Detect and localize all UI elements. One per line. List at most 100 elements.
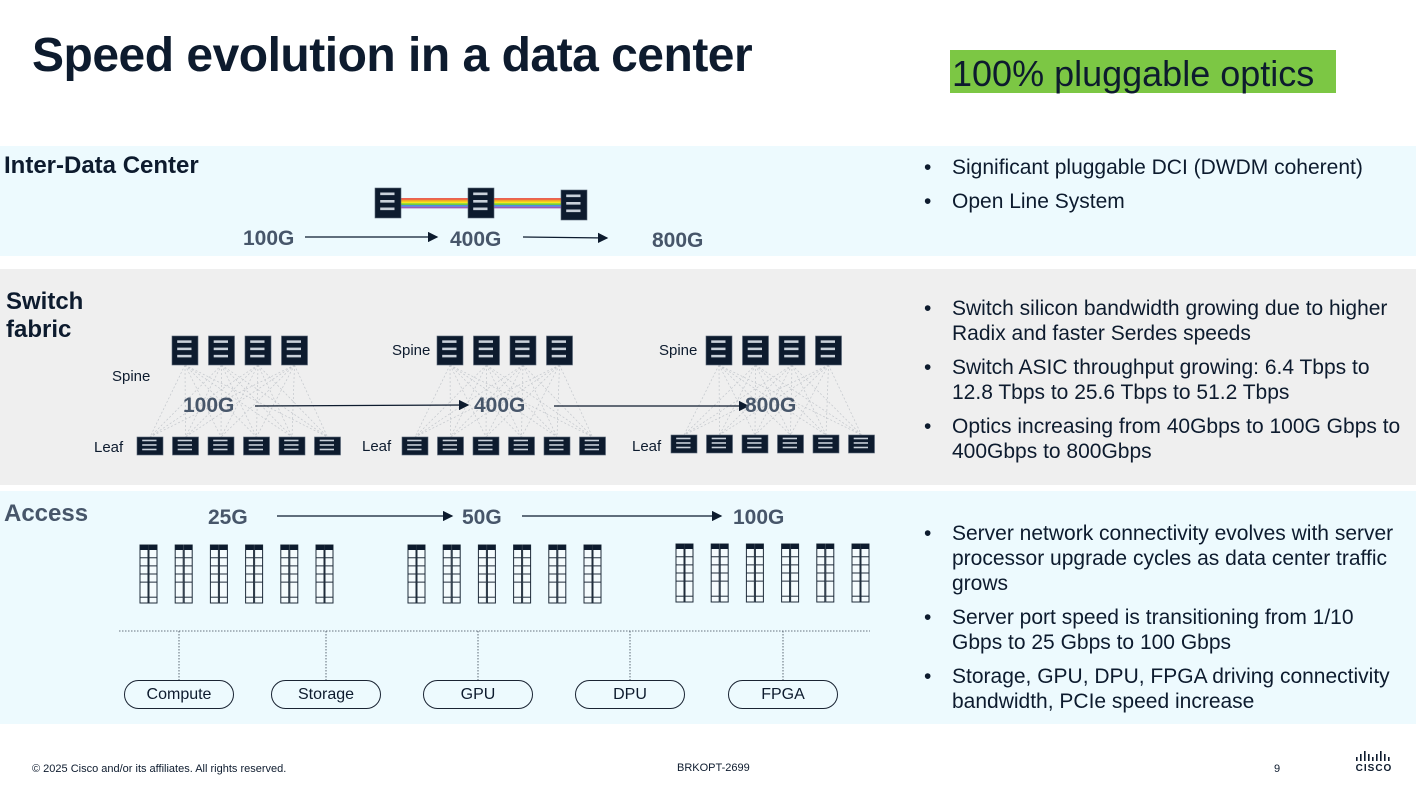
endpoint-storage: Storage — [271, 680, 381, 709]
spine-label-1: Spine — [112, 368, 151, 385]
switch-fabric-label-line1: Switch — [6, 288, 84, 315]
bullet-item: Significant pluggable DCI (DWDM coherent… — [924, 155, 1404, 180]
server-rack-icon — [174, 544, 193, 604]
server-rack-icon — [781, 543, 800, 603]
inter-dc-diagram — [305, 187, 609, 244]
server-rack-icon — [675, 543, 694, 603]
switch-icon — [136, 436, 164, 456]
server-rack-icon — [245, 544, 264, 604]
server-rack-icon — [816, 543, 835, 603]
switch-icon — [508, 436, 535, 456]
server-rack-icon — [442, 544, 461, 604]
pluggable-optics-badge: 100% pluggable optics — [950, 50, 1336, 94]
server-rack-icon — [548, 544, 567, 604]
switch-icon — [812, 434, 840, 454]
inter-dc-bullets: Significant pluggable DCI (DWDM coherent… — [924, 155, 1404, 223]
bullet-item: Open Line System — [924, 189, 1404, 214]
switch-icon — [473, 335, 500, 366]
switch-icon — [243, 436, 270, 456]
session-code: BRKOPT-2699 — [677, 762, 750, 774]
bullet-item: Storage, GPU, DPU, FPGA driving connecti… — [924, 664, 1404, 714]
server-rack-icon — [139, 544, 158, 604]
cisco-logo: CISCO — [1354, 751, 1394, 774]
slide-title: Speed evolution in a data center — [32, 29, 753, 82]
switch-fabric-label-line2: fabric — [6, 316, 72, 343]
switch-fabric-label: Switch fabric — [6, 288, 83, 344]
switch-icon — [509, 335, 537, 366]
switch-icon — [436, 335, 464, 366]
switch-icon — [401, 436, 429, 456]
switch-icon — [172, 436, 199, 456]
fabric-speed-800g: 800G — [745, 394, 797, 417]
switch-icon — [208, 335, 235, 366]
spine-label-3: Spine — [659, 342, 698, 359]
server-rack-icon — [851, 543, 870, 603]
switch-icon — [705, 335, 733, 366]
switch-icon — [543, 436, 571, 456]
endpoint-fpga: FPGA — [728, 680, 838, 709]
server-rack-icon — [477, 544, 496, 604]
idc-speed-400g: 400G — [450, 228, 502, 251]
idc-speed-100g: 100G — [243, 227, 295, 250]
switch-icon — [848, 434, 875, 454]
bullet-item: Optics increasing from 40Gbps to 100G Gb… — [924, 414, 1404, 464]
cisco-bars-icon — [1356, 751, 1390, 761]
switch-icon — [778, 335, 806, 366]
switch-icon — [579, 436, 606, 456]
spine-label-2: Spine — [392, 342, 431, 359]
switch-icon — [278, 436, 306, 456]
switch-icon — [777, 434, 804, 454]
fabric-speed-400g: 400G — [474, 394, 526, 417]
fabric-mesh-links — [683, 364, 862, 436]
leaf-label-2: Leaf — [362, 438, 392, 455]
switch-icon — [706, 434, 733, 454]
switch-icon — [171, 335, 199, 366]
fabric-mesh-links — [149, 364, 328, 438]
cisco-logo-text: CISCO — [1355, 763, 1393, 774]
switch-fabric-diagram — [136, 335, 875, 456]
switch-icon — [207, 436, 235, 456]
server-rack-icon — [209, 544, 228, 604]
page-number: 9 — [1274, 763, 1281, 775]
switch-icon — [314, 436, 341, 456]
bullet-item: Server network connectivity evolves with… — [924, 521, 1404, 596]
copyright: © 2025 Cisco and/or its affiliates. All … — [32, 763, 287, 775]
endpoint-gpu: GPU — [423, 680, 533, 709]
switch-icon — [815, 335, 842, 366]
fabric-speed-100g: 100G — [183, 394, 235, 417]
server-rack-icon — [710, 543, 729, 603]
leaf-label-3: Leaf — [632, 438, 662, 455]
idc-speed-800g: 800G — [652, 229, 704, 252]
endpoint-compute: Compute — [124, 680, 234, 709]
switch-icon — [670, 434, 698, 454]
fabric-arrow-1 — [254, 399, 470, 411]
server-rack-icon — [407, 544, 426, 604]
bullet-item: Switch silicon bandwidth growing due to … — [924, 296, 1404, 346]
access-speed-100g: 100G — [733, 506, 785, 529]
dwdm-fiber-link — [494, 198, 561, 209]
inter-dc-label: Inter-Data Center — [4, 152, 199, 179]
bullet-item: Server port speed is transitioning from … — [924, 605, 1404, 655]
switch-fabric-bullets: Switch silicon bandwidth growing due to … — [924, 296, 1404, 473]
access-speed-50g: 50G — [462, 506, 502, 529]
access-speed-25g: 25G — [208, 506, 248, 529]
switch-icon — [244, 335, 272, 366]
idc-arrow-2 — [522, 232, 609, 244]
server-rack-icon — [513, 544, 532, 604]
access-label: Access — [4, 500, 89, 527]
endpoint-dpu: DPU — [575, 680, 685, 709]
switch-icon — [560, 189, 588, 221]
switch-icon — [281, 335, 308, 366]
switch-icon — [472, 436, 500, 456]
bullet-item: Switch ASIC throughput growing: 6.4 Tbps… — [924, 355, 1404, 405]
access-diagram — [119, 510, 870, 680]
server-rack-icon — [315, 544, 334, 604]
server-rack-icon — [745, 543, 764, 603]
switch-icon — [741, 434, 769, 454]
server-rack-icon — [583, 544, 602, 604]
switch-icon — [374, 187, 402, 219]
dwdm-fiber-link — [401, 198, 468, 209]
switch-icon — [437, 436, 464, 456]
leaf-label-1: Leaf — [94, 439, 124, 456]
